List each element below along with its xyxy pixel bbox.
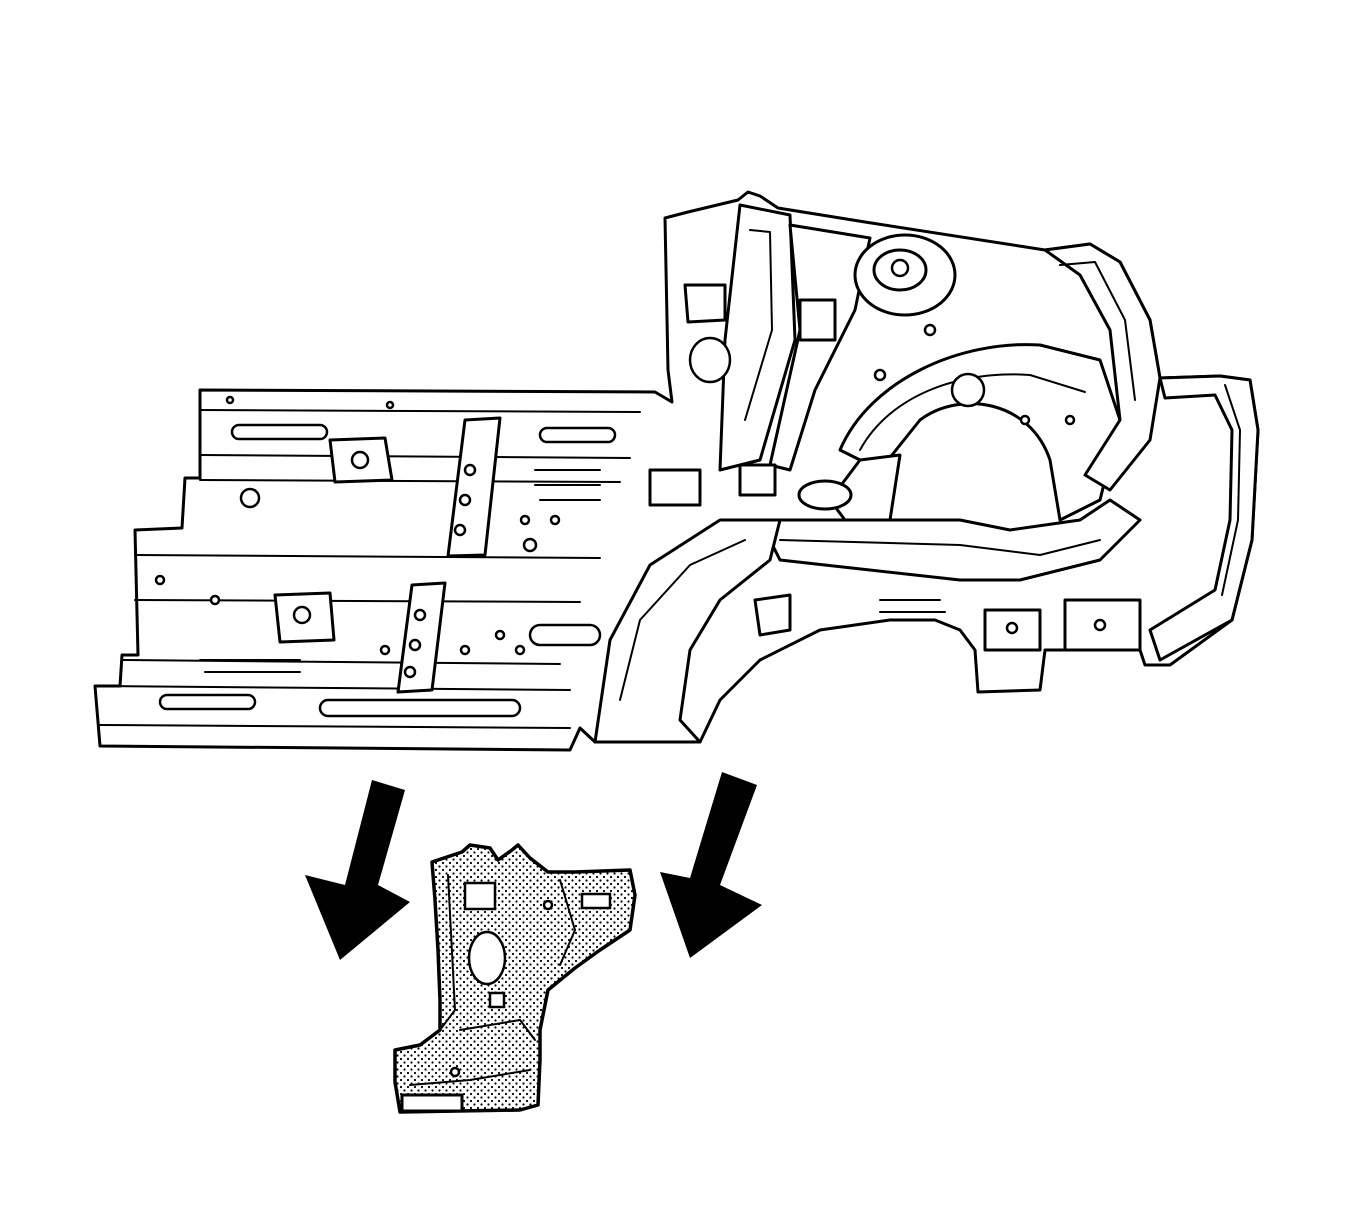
panel-slot [580,892,612,910]
left-arrow [305,780,410,960]
front-structure [593,203,1260,744]
panel-small-square [488,991,506,1009]
panel-flange [439,874,456,1031]
underbody-assembly [93,190,1260,752]
removed-panel [393,843,637,1114]
panel-body [393,843,637,1114]
right-arrow [660,772,762,958]
panel-oval-hole [467,930,507,986]
floor-pan [94,395,670,729]
panel-lower-tab [400,1093,464,1113]
panel-window-top [463,881,497,911]
